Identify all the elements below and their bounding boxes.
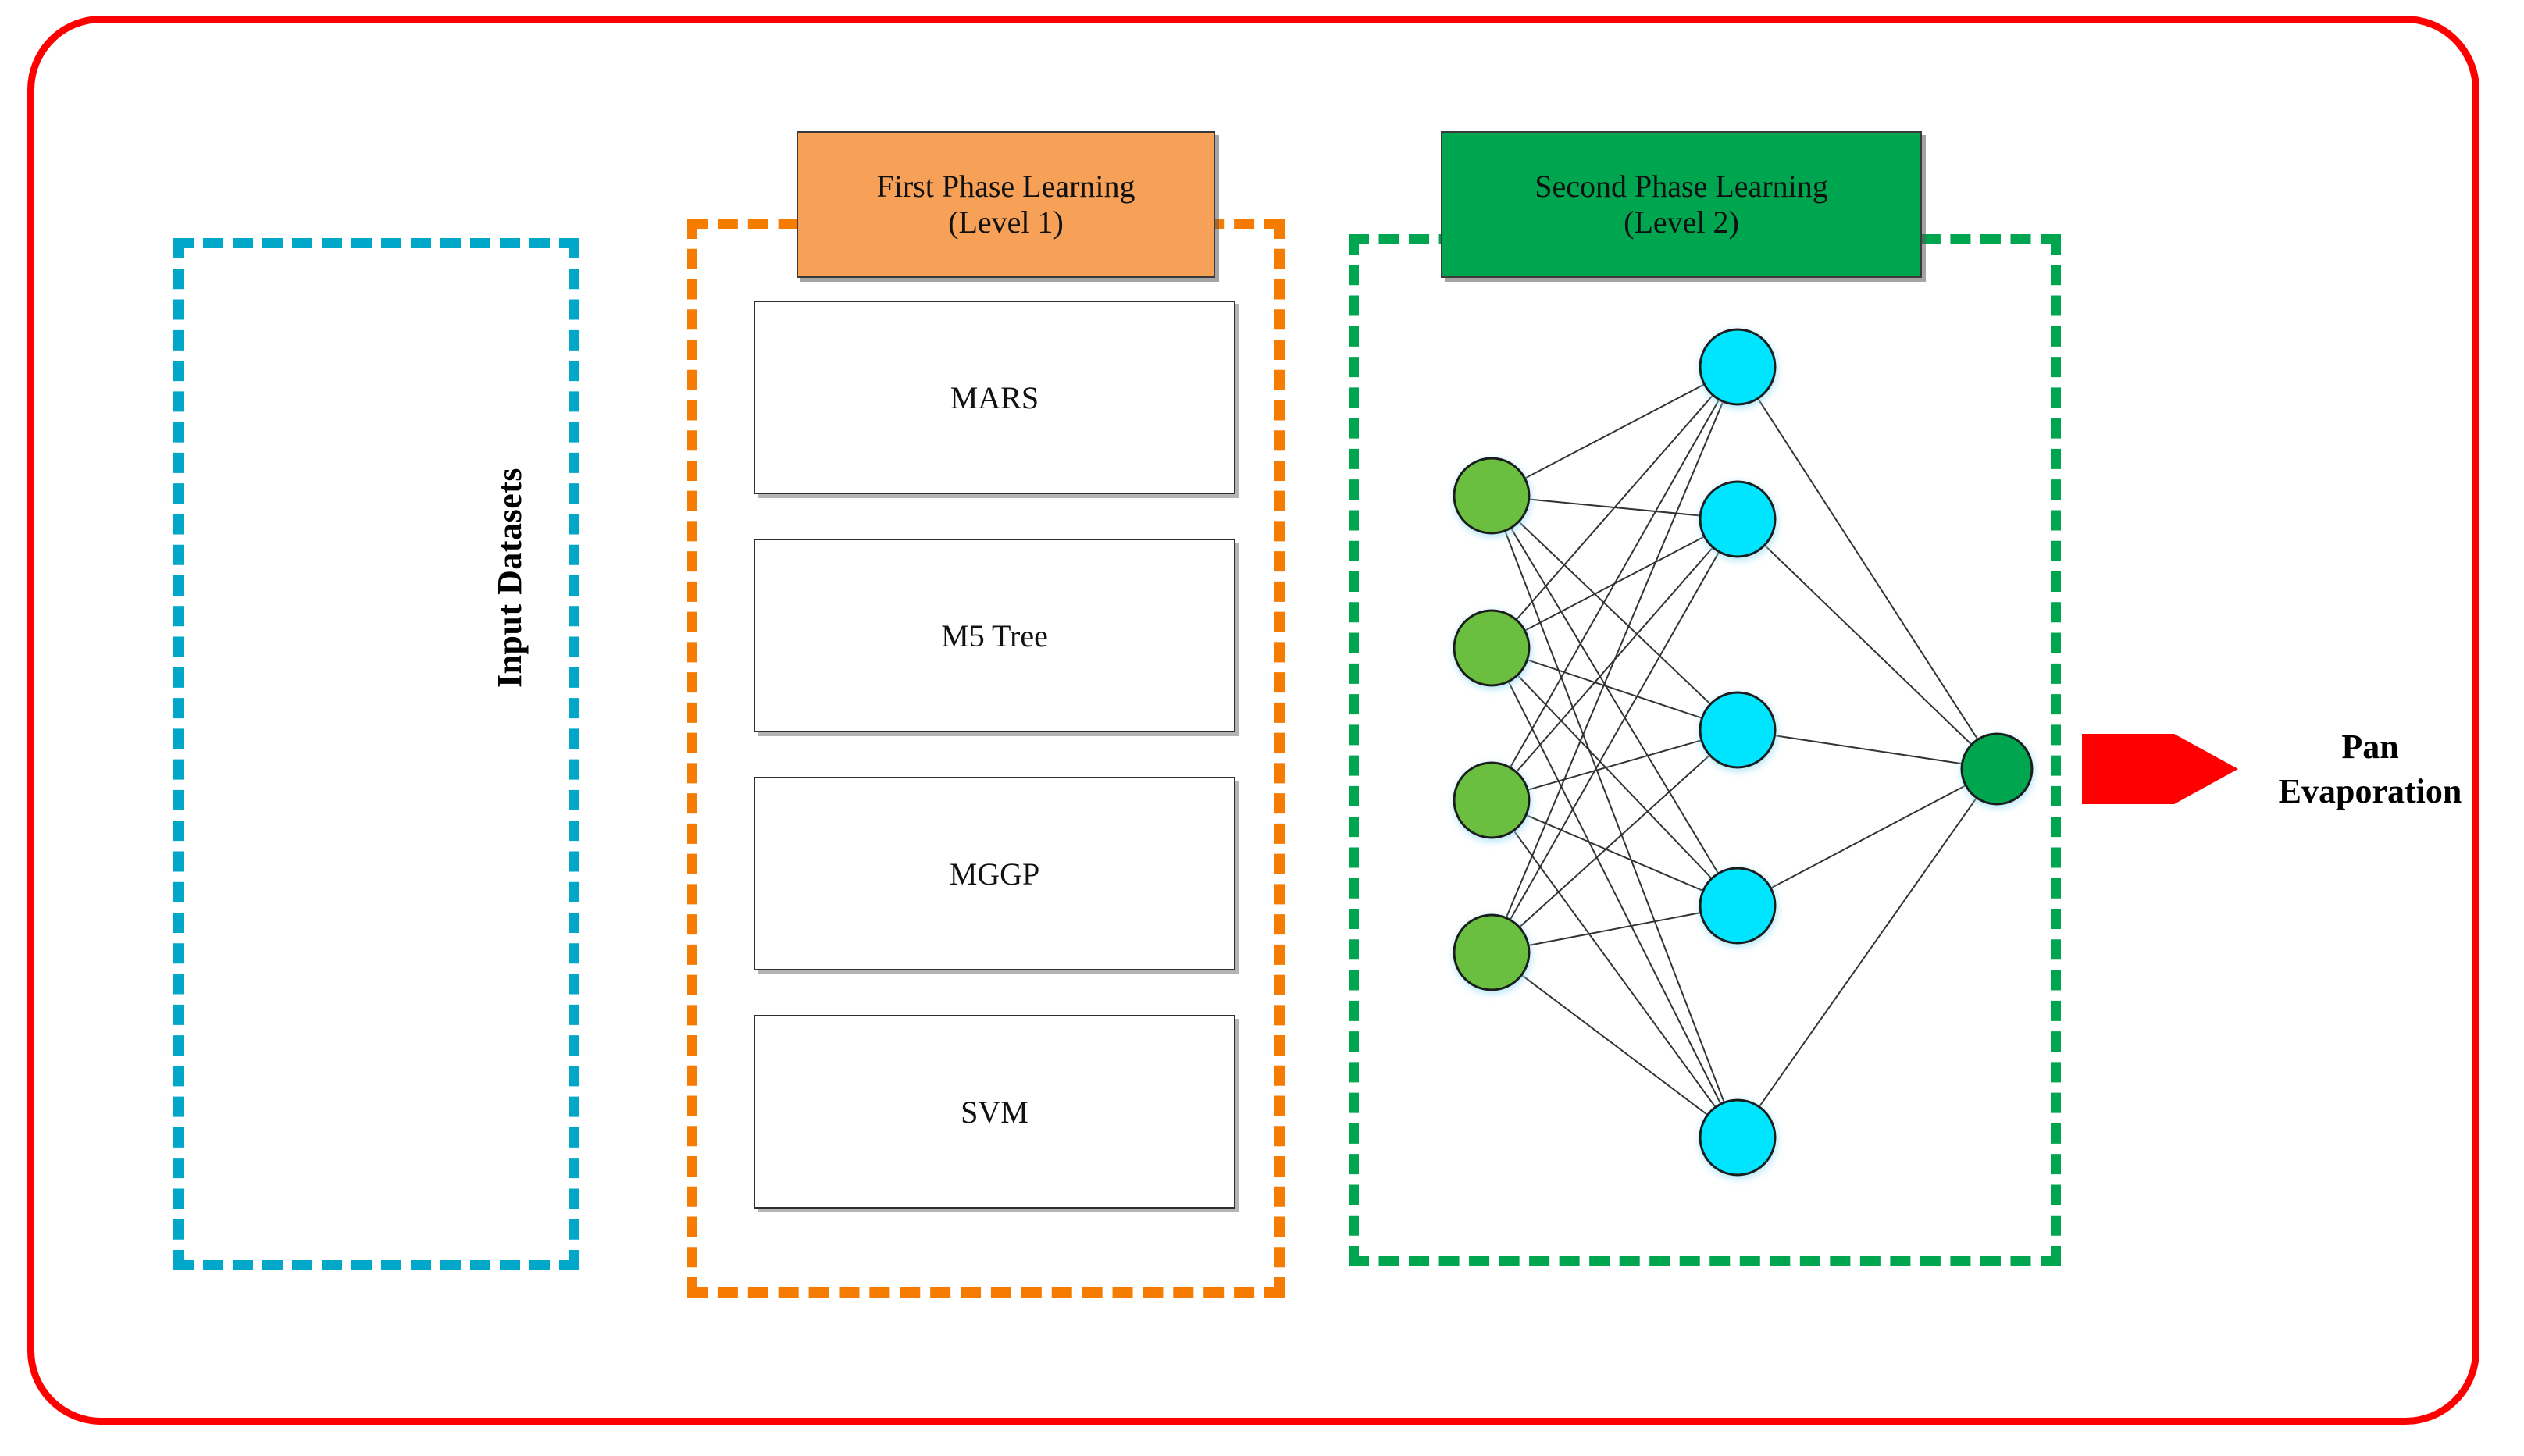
network-link (1528, 911, 1702, 947)
network-link (1513, 830, 1717, 1108)
second-phase-learning-header: Second Phase Learning (Level 2) (1441, 131, 1922, 278)
network-link (1770, 785, 1966, 889)
network-link (1763, 544, 1973, 746)
network-hidden-node-3[interactable] (1699, 691, 1777, 769)
network-link (1758, 797, 1977, 1108)
network-link (1509, 399, 1720, 768)
network-link (1505, 400, 1724, 919)
network-hidden-node-1[interactable] (1699, 328, 1777, 406)
input-datasets-label: Input Datasets (490, 467, 529, 689)
neural-network-diagram (1453, 328, 2034, 1177)
pan-evaporation-line2: Evaporation (2278, 772, 2462, 810)
first-phase-learning-header: First Phase Learning (Level 1) (797, 131, 1215, 278)
model-label-m5tree: M5 Tree (941, 618, 1048, 653)
model-label-mggp: MGGP (949, 856, 1040, 892)
network-link (1524, 383, 1705, 479)
network-link (1517, 675, 1713, 879)
network-output-node-1[interactable] (1960, 732, 2034, 806)
network-link (1504, 530, 1725, 1103)
model-label-svm: SVM (961, 1094, 1028, 1130)
network-input-node-1[interactable] (1453, 457, 1531, 535)
network-link (1525, 813, 1704, 892)
input-datasets-group (173, 238, 579, 1270)
model-label-mars: MARS (950, 379, 1039, 415)
network-input-node-3[interactable] (1453, 761, 1531, 839)
network-link (1507, 681, 1722, 1105)
second-phase-header-line1: Second Phase Learning (1535, 168, 1828, 204)
first-phase-header-line2: (Level 1) (948, 205, 1064, 240)
network-link (1527, 659, 1702, 719)
pan-evaporation-line1: Pan (2341, 727, 2399, 766)
network-hidden-node-5[interactable] (1699, 1098, 1777, 1177)
network-link (1518, 754, 1711, 928)
network-link (1509, 551, 1720, 920)
model-box-mggp[interactable]: MGGP (754, 777, 1235, 970)
network-link (1520, 974, 1709, 1116)
network-input-node-2[interactable] (1453, 609, 1531, 687)
network-link (1527, 739, 1702, 791)
network-input-node-4[interactable] (1453, 913, 1531, 991)
right-arrow-pentagon-icon (2082, 734, 2238, 804)
outer-red-frame (27, 16, 2479, 1425)
first-phase-header-line1: First Phase Learning (876, 168, 1135, 204)
network-link (1757, 397, 1979, 740)
network-hidden-node-2[interactable] (1699, 480, 1777, 558)
model-box-mars[interactable]: MARS (754, 301, 1235, 494)
model-box-svm[interactable]: SVM (754, 1015, 1235, 1209)
network-link (1774, 735, 1963, 765)
network-hidden-node-4[interactable] (1699, 867, 1777, 945)
model-box-m5tree[interactable]: M5 Tree (754, 539, 1235, 732)
second-phase-header-line2: (Level 2) (1624, 205, 1739, 240)
network-link (1518, 521, 1711, 705)
network-link (1515, 394, 1714, 621)
pan-evaporation-label: Pan Evaporation (2253, 695, 2487, 843)
